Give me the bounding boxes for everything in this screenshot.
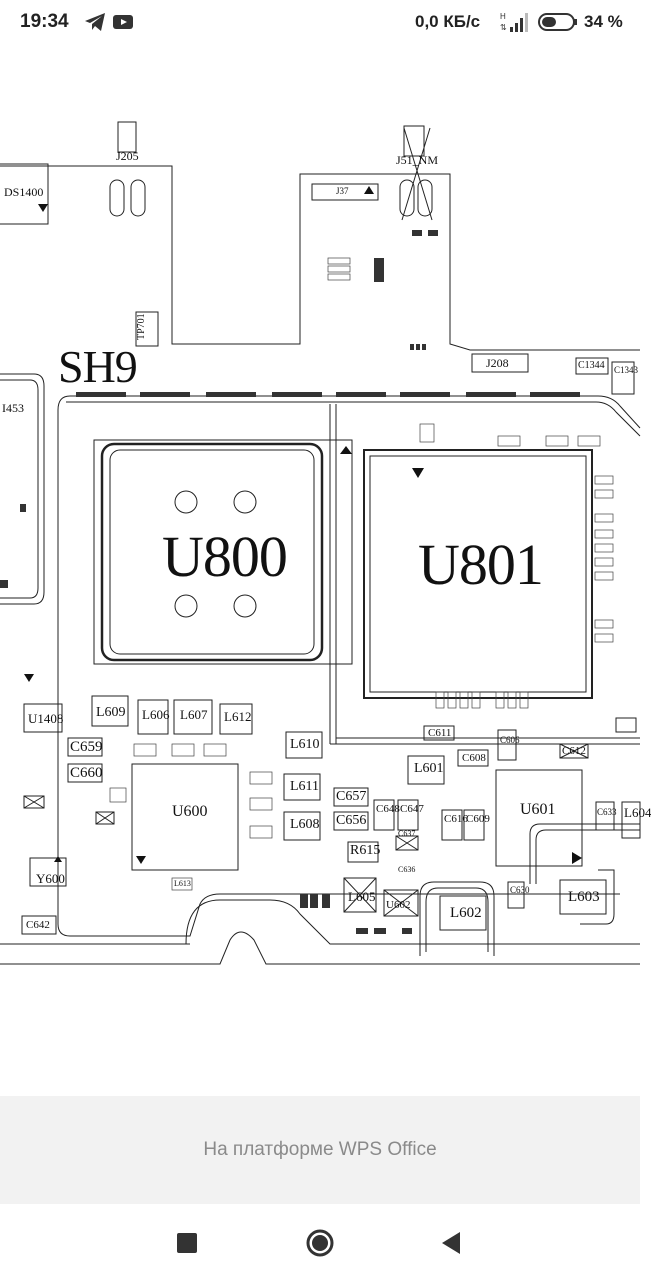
capacitor-label: C659 <box>70 739 103 755</box>
wps-banner[interactable]: На платформе WPS Office <box>0 1096 640 1204</box>
crystal-label: Y600 <box>36 871 65 886</box>
document-page[interactable]: SH9 U800 U801 U600 U601 U1408 J205 J51_N… <box>0 44 651 1096</box>
capacitor-label: C612 <box>562 745 586 757</box>
inductor-label: L604 <box>624 805 651 820</box>
inductor-label: L602 <box>450 905 482 921</box>
network-speed: 0,0 КБ/с <box>415 12 481 31</box>
capacitor-label: C647 <box>400 803 424 815</box>
inductor-label: L606 <box>142 707 170 722</box>
capacitor-label: C608 <box>462 752 486 764</box>
capacitor-label: C611 <box>428 727 452 739</box>
inductor-label: L611 <box>290 779 320 794</box>
capacitor-label: C660 <box>70 765 103 781</box>
inductor-label: L605 <box>348 889 376 904</box>
capacitor-label: C648 <box>376 803 400 815</box>
capacitor-label: C657 <box>336 789 367 804</box>
chip-u1408-label: U1408 <box>28 711 64 726</box>
home-button[interactable] <box>303 1226 337 1260</box>
signal-icon: H ⇅ <box>500 12 528 32</box>
connector-j208-label: J208 <box>486 356 509 370</box>
back-button[interactable] <box>436 1226 470 1260</box>
inductor-label: L609 <box>96 705 126 720</box>
tp701-label: TP701 <box>136 313 147 340</box>
battery-percent: 34 % <box>584 12 623 31</box>
status-bar: 19:34 0,0 КБ/с H ⇅ 34 % <box>0 0 640 44</box>
youtube-icon <box>113 15 133 29</box>
capacitor-label: C630 <box>510 885 530 895</box>
capacitor-label: C616 <box>444 813 468 825</box>
inductor-label: L601 <box>414 761 444 776</box>
chip-u602-label: U602 <box>386 899 411 911</box>
capacitor-label: C642 <box>26 919 50 931</box>
chip-u601-label: U601 <box>520 801 556 818</box>
inductor-label: L610 <box>290 737 320 752</box>
inductor-label: L603 <box>568 889 600 905</box>
svg-text:⇅: ⇅ <box>500 23 507 32</box>
connector-j37-label: J37 <box>336 186 349 196</box>
capacitor-label: C609 <box>466 813 490 825</box>
module-label: I453 <box>2 401 24 415</box>
navigation-bar <box>0 1204 640 1280</box>
connector-ds1400-label: DS1400 <box>4 185 44 199</box>
recent-apps-button[interactable] <box>170 1226 204 1260</box>
chip-u600-label: U600 <box>172 803 208 820</box>
chip-u801-label: U801 <box>418 532 544 597</box>
capacitor-label: C637 <box>398 829 416 838</box>
connector-j205-label: J205 <box>116 149 139 163</box>
inductor-label: L612 <box>224 709 252 724</box>
capacitor-label: C633 <box>597 807 617 817</box>
chip-u800-label: U800 <box>162 524 288 589</box>
battery-icon <box>538 13 577 31</box>
pcb-schematic-drawing <box>0 121 641 965</box>
wps-banner-text: На платформе WPS Office <box>203 1139 437 1160</box>
capacitor-label: C1343 <box>614 365 639 375</box>
inductor-label: L607 <box>180 707 208 722</box>
status-time: 19:34 <box>20 11 69 32</box>
inductor-label: L613 <box>174 879 191 888</box>
capacitor-label: C636 <box>398 865 416 874</box>
capacitor-label: C606 <box>500 735 520 745</box>
telegram-icon <box>85 13 105 31</box>
capacitor-label: C1344 <box>578 360 605 371</box>
resistor-label: R615 <box>350 843 381 858</box>
capacitor-label: C656 <box>336 813 367 828</box>
inductor-label: L608 <box>290 817 320 832</box>
svg-text:H: H <box>500 12 506 21</box>
shield-label: SH9 <box>58 341 138 392</box>
connector-j51-label: J51_NM <box>396 153 439 167</box>
